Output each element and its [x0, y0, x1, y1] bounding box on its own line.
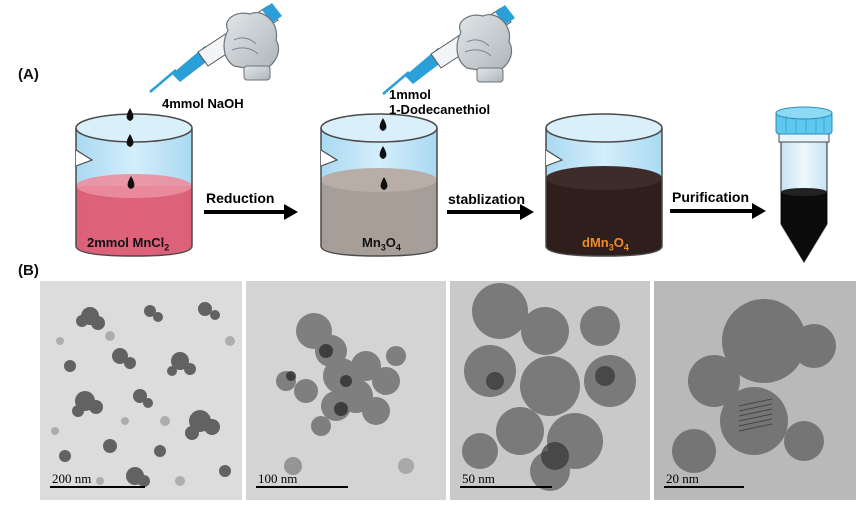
arrow-reduction: [204, 204, 298, 220]
tem-image-4: 20 nm: [654, 281, 856, 500]
scale-bar-4: [664, 486, 744, 488]
arrow-purification: [670, 203, 766, 219]
arrow-stabilization: [447, 204, 534, 220]
droplet-icon: [379, 118, 387, 131]
scale-label-2: 100 nm: [258, 471, 298, 486]
tem-image-1: 200 nm: [40, 281, 242, 500]
beaker-3: [545, 113, 663, 257]
reagent-naoh: 4mmol NaOH: [162, 96, 244, 111]
synthesis-schematic: [75, 3, 833, 264]
scale-bar-2: [256, 486, 348, 488]
step-reduction-label: Reduction: [206, 190, 275, 206]
step-purification-label: Purification: [672, 189, 750, 205]
droplet-icon: [127, 176, 135, 189]
beaker-2: [320, 113, 438, 257]
tem-image-2: 100 nm: [246, 281, 446, 500]
step-stabilization-label: stablization: [448, 191, 526, 207]
scale-label-3: 50 nm: [462, 471, 495, 486]
droplet-icon: [126, 108, 134, 121]
scale-label-1: 200 nm: [52, 471, 92, 486]
centrifuge-tube: [775, 106, 833, 264]
beaker-2-label: Mn3O4: [362, 235, 401, 253]
tem-image-3: 50 nm: [450, 281, 650, 500]
beaker-1: [75, 108, 193, 257]
beaker-1-label: 2mmol MnCl2: [87, 235, 170, 253]
pipette-hand-2: [382, 5, 515, 95]
reagent-thiol-amount: 1mmol: [389, 87, 431, 102]
scale-label-4: 20 nm: [666, 471, 699, 486]
beaker-3-label: dMn3O4: [582, 235, 629, 253]
scale-bar-1: [50, 486, 145, 488]
droplet-icon: [379, 146, 387, 159]
panel-a-label: (A): [18, 66, 39, 83]
droplet-icon: [126, 134, 134, 147]
droplet-icon: [380, 177, 388, 190]
pipette-hand-1: [149, 3, 282, 93]
reagent-thiol-name: 1-Dodecanethiol: [389, 102, 491, 117]
scale-bar-3: [460, 486, 552, 488]
panel-b-label: (B): [18, 262, 39, 279]
